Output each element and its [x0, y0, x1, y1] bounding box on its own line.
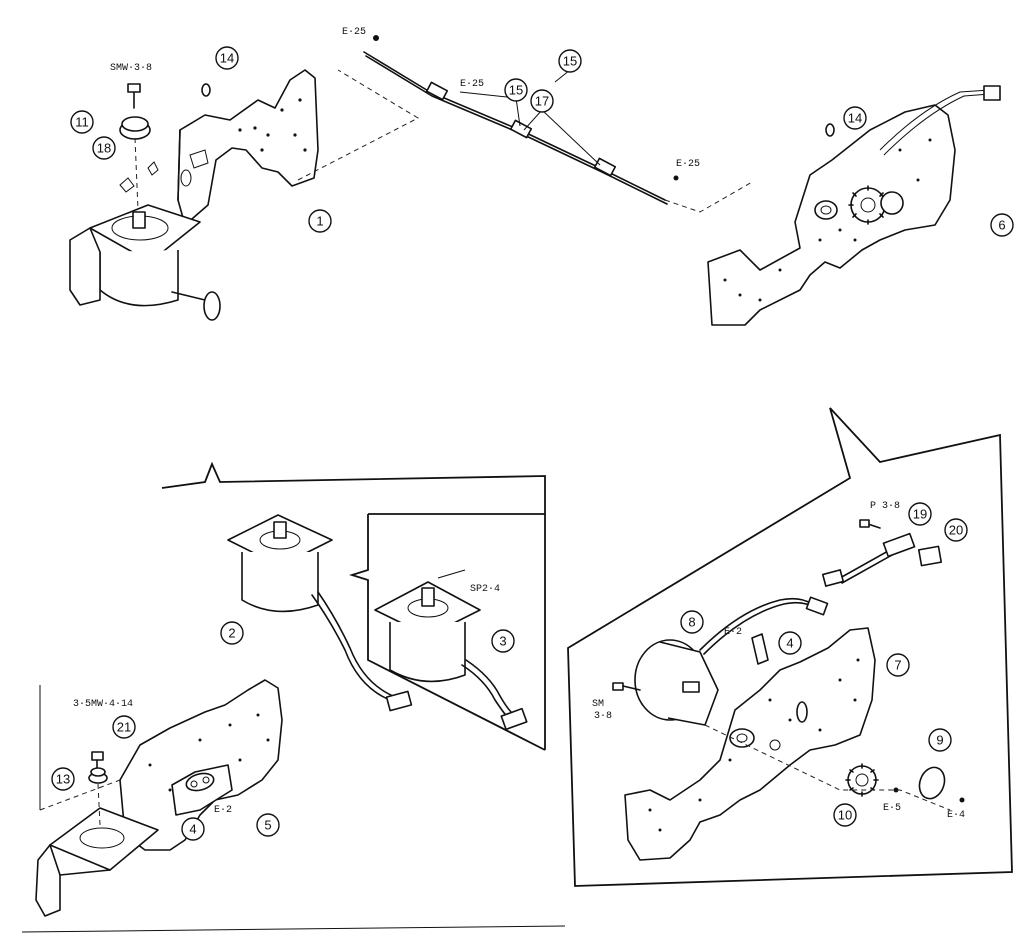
callout-7: 7 — [886, 653, 910, 677]
callout-15-top: 15 — [558, 49, 582, 73]
motor-3 — [374, 569, 528, 731]
callout-17: 17 — [530, 89, 554, 113]
callout-14-left: 14 — [215, 46, 239, 70]
svg-text:3: 3 — [499, 634, 506, 649]
callout-3: 3 — [491, 629, 515, 653]
part-labels: SMW·3·8 E·25 E·25 E·25 SP2·4 3·5MW·4·14 … — [73, 27, 965, 821]
svg-text:19: 19 — [913, 507, 927, 522]
callout-19: 19 — [908, 502, 932, 526]
middle-frame — [161, 461, 546, 751]
callout-21: 21 — [112, 715, 136, 739]
bottom-right-assembly — [612, 519, 965, 861]
top-left-motor-assembly — [69, 69, 420, 321]
label-p-3-8: P 3·8 — [870, 501, 900, 512]
callout-13: 13 — [51, 767, 75, 791]
callout-11: 11 — [70, 110, 94, 134]
svg-text:1: 1 — [316, 214, 323, 229]
callout-14-right: 14 — [843, 106, 867, 130]
svg-text:21: 21 — [117, 720, 131, 735]
svg-text:14: 14 — [848, 111, 862, 126]
callout-1: 1 — [308, 209, 332, 233]
motor-2 — [227, 514, 413, 712]
svg-text:10: 10 — [838, 808, 852, 823]
bottom-left-assembly — [35, 679, 283, 917]
svg-text:15: 15 — [563, 54, 577, 69]
callout-20: 20 — [944, 518, 968, 542]
callout-6: 6 — [990, 213, 1014, 237]
svg-text:4: 4 — [786, 636, 793, 651]
svg-text:17: 17 — [535, 94, 549, 109]
label-e2-left: E·2 — [214, 805, 232, 816]
svg-text:14: 14 — [220, 51, 234, 66]
top-right-plate-assembly — [707, 85, 1001, 326]
label-3-5mw-4-14: 3·5MW·4·14 — [73, 699, 133, 710]
callout-18: 18 — [92, 136, 116, 160]
svg-text:20: 20 — [949, 523, 963, 538]
callout-15-middle: 15 — [504, 78, 528, 102]
svg-text:6: 6 — [998, 218, 1005, 233]
svg-text:4: 4 — [189, 822, 196, 837]
label-smw-3-8: SMW·3·8 — [110, 63, 152, 74]
callouts: 1 2 3 4 4 5 6 7 8 9 10 11 13 14 14 15 15… — [51, 46, 1014, 841]
label-e25-right: E·25 — [676, 159, 700, 170]
callout-5: 5 — [256, 813, 280, 837]
svg-text:15: 15 — [509, 83, 523, 98]
label-e25-middle: E·25 — [460, 79, 484, 90]
label-sm: SM — [592, 699, 604, 710]
label-e4: E·4 — [947, 810, 965, 821]
svg-text:18: 18 — [97, 141, 111, 156]
label-sp2-4: SP2·4 — [470, 584, 500, 595]
svg-text:7: 7 — [894, 658, 901, 673]
svg-text:9: 9 — [936, 733, 943, 748]
label-sm-3-8: 3·8 — [594, 711, 612, 722]
label-e2-right: E·2 — [724, 627, 742, 638]
svg-text:11: 11 — [75, 115, 89, 130]
label-e5: E·5 — [883, 803, 901, 814]
callout-2: 2 — [220, 621, 244, 645]
label-e25-top: E·25 — [342, 27, 366, 38]
callout-9: 9 — [928, 728, 952, 752]
callout-4-right: 4 — [778, 631, 802, 655]
svg-text:5: 5 — [264, 818, 271, 833]
callout-10: 10 — [833, 803, 857, 827]
top-cable-assembly — [363, 35, 753, 213]
svg-text:8: 8 — [688, 615, 695, 630]
bottom-right-frame — [567, 407, 1013, 887]
gear-icon — [845, 763, 879, 797]
callout-8: 8 — [680, 610, 704, 634]
svg-text:2: 2 — [228, 626, 235, 641]
callout-4-left: 4 — [181, 817, 205, 841]
bottom-rule — [21, 925, 566, 933]
svg-text:13: 13 — [56, 772, 70, 787]
